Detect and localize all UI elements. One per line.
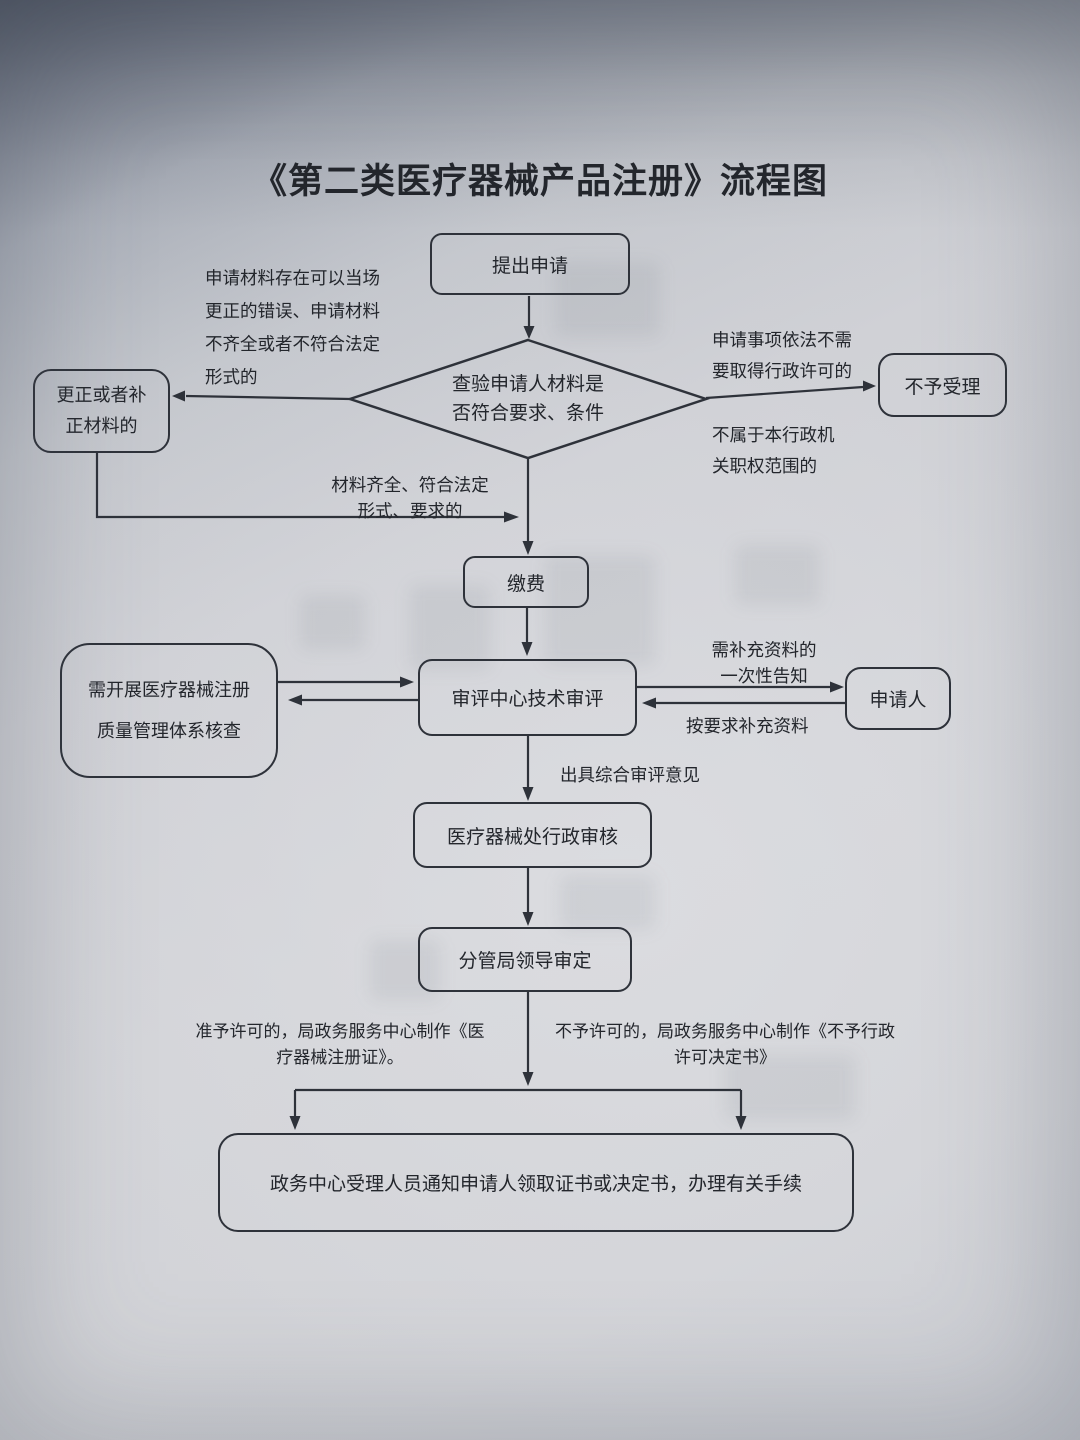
label-comprehensive-review-opinion: 出具综合审评意见: [560, 765, 700, 785]
node-technical-review: 审评中心技术审评: [418, 659, 637, 736]
label-no-permit-needed-condition: 申请事项依法不需 要取得行政许可的: [712, 330, 852, 381]
arrow-admin-to-leader-head: [522, 912, 534, 926]
arrow-correct-feeder-line: [95, 453, 505, 519]
label-supplement-notice: 需补充资料的 一次性告知: [711, 640, 817, 686]
label-grant-branch: 准予许可的，局政务服务中心制作《医 疗器械注册证》。: [195, 1022, 485, 1067]
label-correctable-error-condition: 申请材料存在可以当场 更正的错误、申请材料 不齐全或者不符合法定 形式的: [205, 268, 380, 387]
arrow-correct-feeder-head: [504, 511, 519, 523]
node-applicant: 申请人: [845, 667, 951, 730]
node-decision-check-materials: 查验申请人材料是 否符合要求、条件: [451, 374, 604, 424]
arrow-tech-to-applicant-head: [830, 681, 844, 693]
label-materials-complete-condition: 材料齐全、符合法定 形式、要求的: [331, 475, 489, 521]
arrow-applicant-to-tech-head: [642, 697, 656, 709]
page-title: 《第二类医疗器械产品注册》流程图: [251, 162, 828, 201]
arrow-decision-to-pay-head: [522, 541, 534, 555]
arrow-tech-to-admin-head: [522, 787, 534, 801]
arrow-branch-left-head: [289, 1116, 301, 1130]
label-deny-branch: 不予许可的，局政务服务中心制作《不予行政 许可决定书》: [555, 1022, 895, 1067]
node-administrative-review: 医疗器械处行政审核: [413, 802, 652, 868]
arrow-tech-to-syscheck-head: [288, 694, 302, 706]
arrow-decision-to-correct-line: [185, 394, 351, 401]
node-correct-materials: 更正或者补 正材料的: [33, 369, 170, 453]
label-supplement-reply: 按要求补充资料: [686, 716, 809, 736]
arrow-start-to-decision-head: [523, 326, 535, 339]
node-bureau-leader-approval: 分管局领导审定: [418, 927, 632, 992]
arrow-decision-to-correct-head: [172, 390, 185, 402]
arrow-branch-right-head: [735, 1116, 747, 1130]
node-not-accepted: 不予受理: [878, 353, 1007, 417]
arrow-syscheck-to-tech-head: [400, 676, 414, 688]
arrow-decision-to-reject-line: [705, 385, 864, 400]
node-quality-system-inspection: 需开展医疗器械注册 质量管理体系核查: [60, 643, 278, 778]
node-pay-fee: 缴费: [463, 556, 589, 608]
arrow-leader-to-branch-head: [522, 1072, 534, 1086]
label-outside-authority-condition: 不属于本行政机 关职权范围的: [712, 425, 835, 476]
arrow-pay-to-tech-head: [521, 642, 533, 656]
node-submit-application: 提出申请: [430, 233, 630, 295]
node-final-notification: 政务中心受理人员通知申请人领取证书或决定书，办理有关手续: [218, 1133, 854, 1232]
arrow-decision-to-reject-head: [863, 380, 876, 392]
